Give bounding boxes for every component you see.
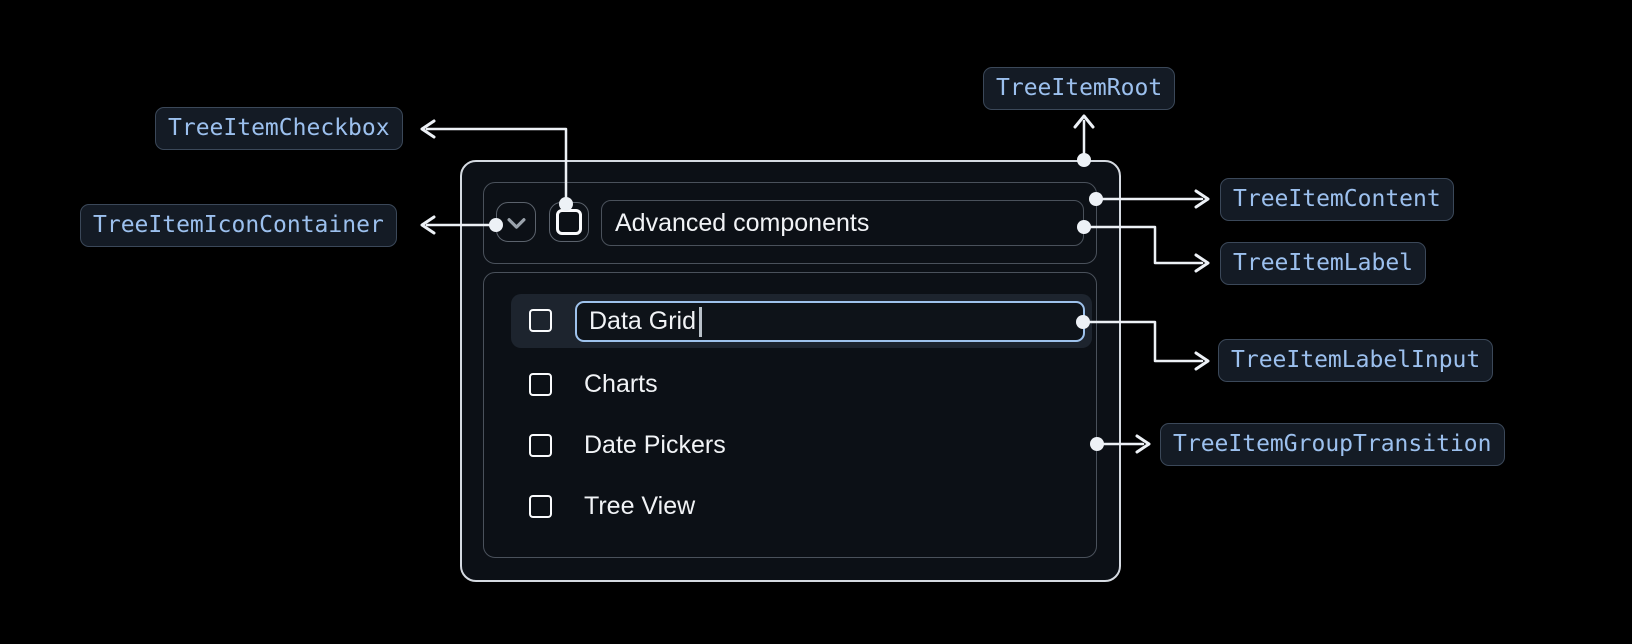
badge-tree-item-group-transition: TreeItemGroupTransition <box>1160 423 1505 466</box>
badge-tree-item-checkbox: TreeItemCheckbox <box>155 107 403 150</box>
tree-item-label[interactable]: Advanced components <box>601 200 1084 246</box>
checkbox-unchecked-icon <box>556 209 582 235</box>
tree-item-checkbox[interactable] <box>549 202 589 242</box>
badge-text: TreeItemRoot <box>996 75 1163 101</box>
badge-text: TreeItemLabelInput <box>1231 347 1481 373</box>
tree-item-group-transition: Data Grid Charts Date Pickers Tree View <box>483 272 1097 558</box>
badge-text: TreeItemIconContainer <box>93 212 384 238</box>
badge-tree-item-content: TreeItemContent <box>1220 178 1454 221</box>
badge-text: TreeItemContent <box>1233 186 1441 212</box>
tree-item-content[interactable]: Advanced components <box>483 182 1097 264</box>
chevron-down-icon <box>506 217 526 229</box>
badge-tree-item-icon-container: TreeItemIconContainer <box>80 204 397 247</box>
item-label-text: Date Pickers <box>584 430 726 459</box>
badge-text: TreeItemLabel <box>1233 250 1414 276</box>
tree-item-icon-container[interactable] <box>496 202 536 242</box>
checkbox-unchecked-icon[interactable] <box>529 494 552 518</box>
badge-tree-item-root: TreeItemRoot <box>983 67 1176 110</box>
tree-item-root: Advanced components Data Grid Charts Dat… <box>460 160 1121 582</box>
parent-label-text: Advanced components <box>615 208 870 237</box>
tree-item-date-pickers[interactable]: Date Pickers <box>529 428 726 462</box>
checkbox-unchecked-icon[interactable] <box>529 372 552 396</box>
item-label-text: Charts <box>584 369 658 398</box>
tree-item-data-grid[interactable]: Data Grid <box>511 294 1092 348</box>
text-cursor-caret <box>698 306 702 337</box>
badge-tree-item-label: TreeItemLabel <box>1220 242 1427 285</box>
tree-item-label-input[interactable]: Data Grid <box>575 301 1085 342</box>
item-label-text: Tree View <box>584 491 696 520</box>
checkbox-unchecked-icon[interactable] <box>529 433 552 457</box>
badge-tree-item-label-input: TreeItemLabelInput <box>1218 339 1494 382</box>
label-input-value: Data Grid <box>589 307 696 335</box>
badge-text: TreeItemCheckbox <box>168 115 390 141</box>
checkbox-unchecked-icon[interactable] <box>529 309 552 332</box>
badge-text: TreeItemGroupTransition <box>1173 431 1492 457</box>
tree-item-tree-view[interactable]: Tree View <box>529 489 695 523</box>
tree-item-charts[interactable]: Charts <box>529 367 658 401</box>
